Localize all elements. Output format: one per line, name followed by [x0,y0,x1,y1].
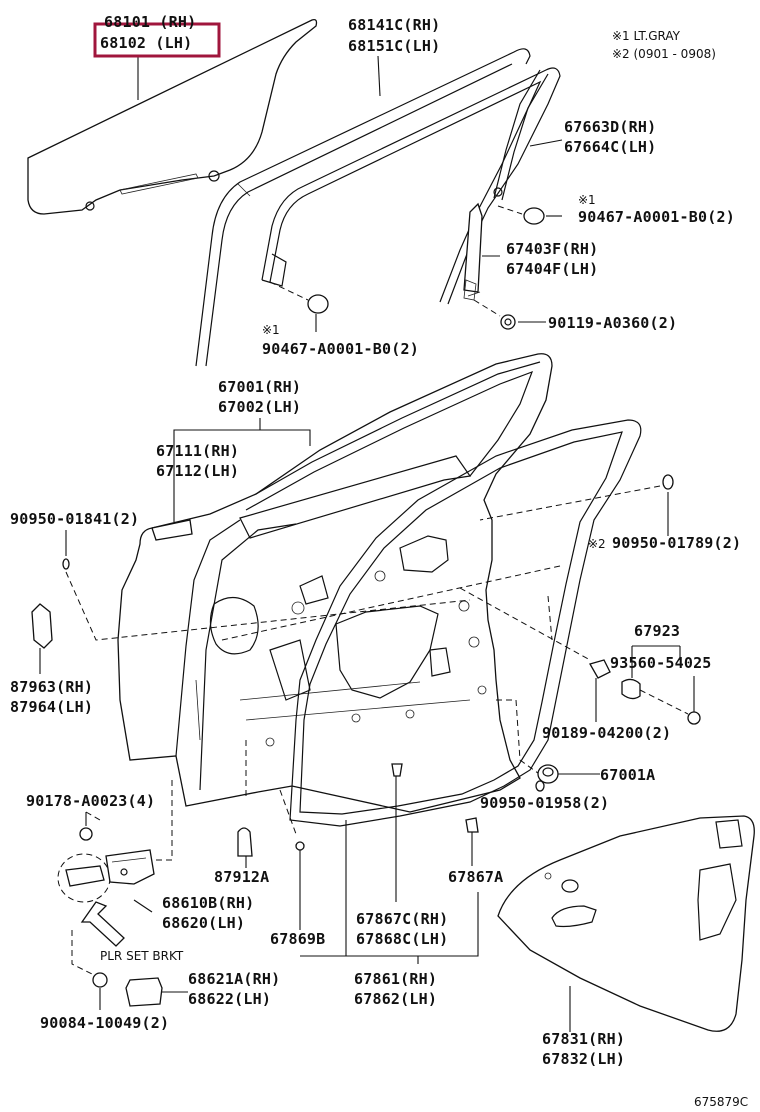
label-stopper[interactable]: 67923 [634,622,680,640]
label-bumper[interactable]: 67001A [600,766,655,784]
screw-right [473,299,516,330]
seal-67869b-clip [295,841,305,851]
label-screw-90189[interactable]: 90189-04200(2) [542,724,671,742]
legend-note-2: ※2 (0901 - 0908) [612,47,716,61]
glass-run [195,48,531,367]
stopper [589,659,701,725]
bumper [537,764,559,784]
plug-left [62,530,471,641]
leader-stopper [631,645,681,678]
label-run-lh[interactable]: 68151C(LH) [348,37,440,55]
label-run-rh[interactable]: 68141C(RH) [348,16,440,34]
label-clip-right-mark: ※1 [578,193,596,207]
leader-garnish [529,139,563,147]
clip-87912a [237,827,253,857]
weatherstrip [289,419,642,827]
label-plug-right[interactable]: 90950-01789(2) [612,534,741,552]
clip-left [269,281,329,314]
leader-door-bracket [173,429,311,446]
clip-67867a [465,817,479,833]
label-plug-left[interactable]: 90950-01841(2) [10,510,139,528]
legend-note-1: ※1 LT.GRAY [612,29,681,43]
garnish [493,69,549,201]
diagram-id: 675879C [694,1095,748,1109]
plug-right [479,474,674,536]
label-panel-lh[interactable]: 67112(LH) [156,462,239,480]
label-seal-67869b[interactable]: 67869B [270,930,325,948]
label-seal-lh[interactable]: 67868C(LH) [356,930,448,948]
label-pad-lh[interactable]: 87964(LH) [10,698,93,716]
leader-glass-run [377,55,381,97]
label-clip-right[interactable]: 90467-A0001-B0(2) [578,208,735,226]
window-frame [463,202,483,301]
dash-g [152,780,173,861]
label-weather-rh[interactable]: 67861(RH) [354,970,437,988]
door-checker [57,849,155,903]
dash-a [221,565,561,641]
label-bolt-90178[interactable]: 90178-A0023(4) [26,792,155,810]
label-checker-rh[interactable]: 68610B(RH) [162,894,254,912]
label-clip-67867a[interactable]: 67867A [448,868,503,886]
seal-pin [391,763,403,902]
bolt-90178 [79,827,93,841]
label-plug-right-mark: ※2 [588,537,606,551]
label-clip-left-mark: ※1 [262,323,280,337]
label-panel-rh[interactable]: 67111(RH) [156,442,239,460]
label-plr-set: PLR SET BRKT [100,949,184,963]
plug-bottom [535,780,545,792]
dash-c [496,699,543,777]
label-bracket-lh[interactable]: 68622(LH) [188,990,271,1008]
dash-f [279,789,297,835]
label-seal-rh[interactable]: 67867C(RH) [356,910,448,928]
label-pad-rh[interactable]: 87963(RH) [10,678,93,696]
label-screw-right[interactable]: 90119-A0360(2) [548,314,677,332]
label-frame-lh[interactable]: 67404F(LH) [506,260,598,278]
dash-h [85,811,101,821]
label-trim-lh[interactable]: 67832(LH) [542,1050,625,1068]
label-trim-rh[interactable]: 67831(RH) [542,1030,625,1048]
dash-d [547,595,553,641]
highlight-box [93,22,221,58]
label-glass-lh[interactable]: 68102 (LH) [100,34,192,52]
bolt-90084 [92,972,108,988]
dash-b [459,587,591,661]
label-clip-87912a[interactable]: 87912A [214,868,269,886]
label-plug-90950-01958[interactable]: 90950-01958(2) [480,794,609,812]
arrow-icon [80,901,125,947]
label-door-rh[interactable]: 67001(RH) [218,378,301,396]
clip-right [497,205,545,225]
label-checker-lh[interactable]: 68620(LH) [162,914,245,932]
door-pad [31,603,53,649]
door-panel [117,353,553,813]
label-garnish-rh[interactable]: 67663D(RH) [564,118,656,136]
label-weather-lh[interactable]: 67862(LH) [354,990,437,1008]
leader-checker [133,899,153,913]
door-trim [497,815,755,1032]
dash-i [71,930,97,977]
label-bolt-90084[interactable]: 90084-10049(2) [40,1014,169,1032]
leader-weather [300,892,479,957]
panel-pad [151,519,193,541]
label-frame-rh[interactable]: 67403F(RH) [506,240,598,258]
bracket [125,977,163,1007]
door-glass [27,18,318,215]
label-cushion[interactable]: 93560-54025 [610,654,712,672]
label-door-lh[interactable]: 67002(LH) [218,398,301,416]
label-clip-left[interactable]: 90467-A0001-B0(2) [262,340,419,358]
label-glass-rh[interactable]: 68101 (RH) [104,13,196,31]
label-garnish-lh[interactable]: 67664C(LH) [564,138,656,156]
label-bracket-rh[interactable]: 68621A(RH) [188,970,280,988]
